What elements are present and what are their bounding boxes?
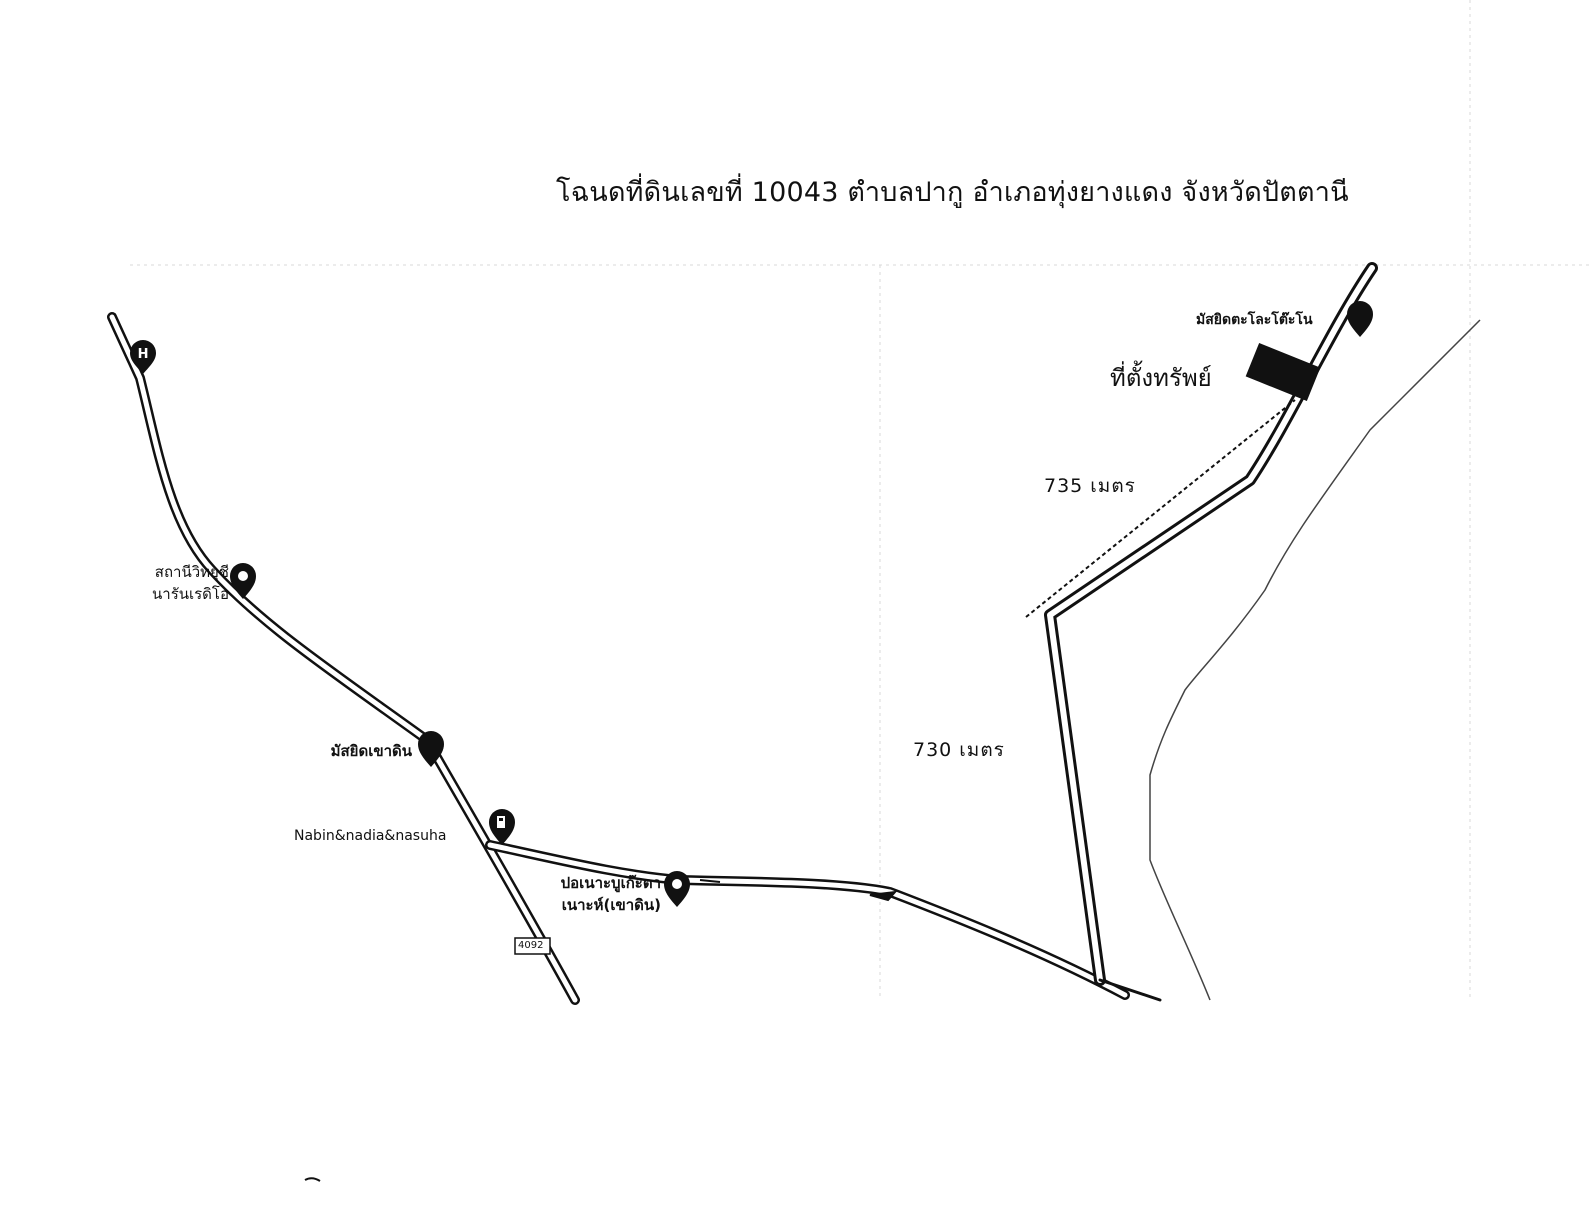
place-label-pondok-line2: เนาะห์(เขาดิน) — [561, 896, 661, 914]
scan-fold-lines — [130, 0, 1590, 1000]
place-label-mosque-tali: มัสยิดตะโละโต๊ะโน — [1196, 312, 1313, 328]
location-pin-icon[interactable] — [664, 871, 690, 907]
stray-mark — [304, 1177, 321, 1182]
place-label-radio-line2: นารันเรดิโอ — [152, 585, 229, 603]
place-label-pondok-line1: ปอเนาะบูเก๊ะตา — [560, 874, 661, 892]
property-label: ที่ตั้งทรัพย์ — [1110, 364, 1212, 392]
distance-label-730: 730 เมตร — [913, 739, 1005, 761]
page-title: โฉนดที่ดินเลขที่ 10043 ตำบลปากู อำเภอทุ่… — [556, 177, 1349, 208]
gas-station-pin-icon[interactable] — [489, 809, 515, 845]
place-label-mosque-khaodin: มัสยิดเขาดิน — [330, 742, 412, 760]
place-label-gas-station: Nabin&nadia&nasuha — [294, 828, 447, 844]
distance-label-735: 735 เมตร — [1044, 475, 1136, 497]
road-arrows — [699, 879, 898, 902]
distance-dashed-line — [1025, 399, 1296, 618]
road-west — [107, 312, 580, 1005]
hospital-pin-icon[interactable]: H — [130, 340, 156, 374]
route-shield — [514, 937, 551, 955]
location-pin-icon[interactable] — [230, 563, 256, 599]
mosque-pin-icon[interactable] — [1347, 301, 1373, 337]
minor-road-east — [1149, 319, 1481, 1001]
property-marker[interactable] — [1245, 342, 1321, 402]
mosque-pin-icon[interactable] — [418, 731, 444, 767]
svg-text:H: H — [138, 347, 149, 362]
route-number-label: 4092 — [518, 940, 544, 951]
place-label-radio-line1: สถานีวิทยุชี — [154, 563, 229, 581]
